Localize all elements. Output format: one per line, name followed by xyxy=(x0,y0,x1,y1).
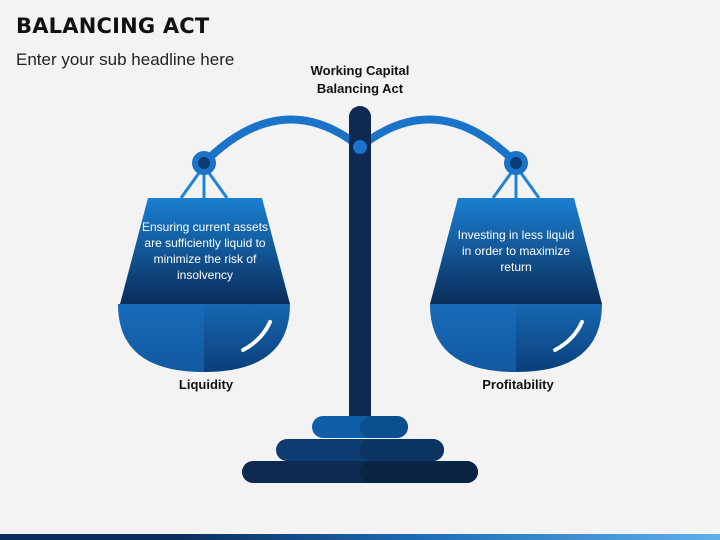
right-pan xyxy=(430,151,602,372)
liquidity-label: Liquidity xyxy=(178,377,234,392)
liquidity-description: Ensuring current assets are sufficiently… xyxy=(141,220,269,282)
page-title: BALANCING ACT xyxy=(16,14,210,38)
profitability-description: Investing in less liquid in order to max… xyxy=(457,228,575,274)
footer-bar xyxy=(0,534,720,540)
pivot-joint xyxy=(353,140,367,154)
profitability-label: Profitability xyxy=(482,377,554,392)
center-pillar xyxy=(349,106,371,426)
center-label: Working Capital Balancing Act xyxy=(310,63,410,96)
page-subtitle: Enter your sub headline here xyxy=(16,50,235,69)
left-pan xyxy=(118,151,290,372)
